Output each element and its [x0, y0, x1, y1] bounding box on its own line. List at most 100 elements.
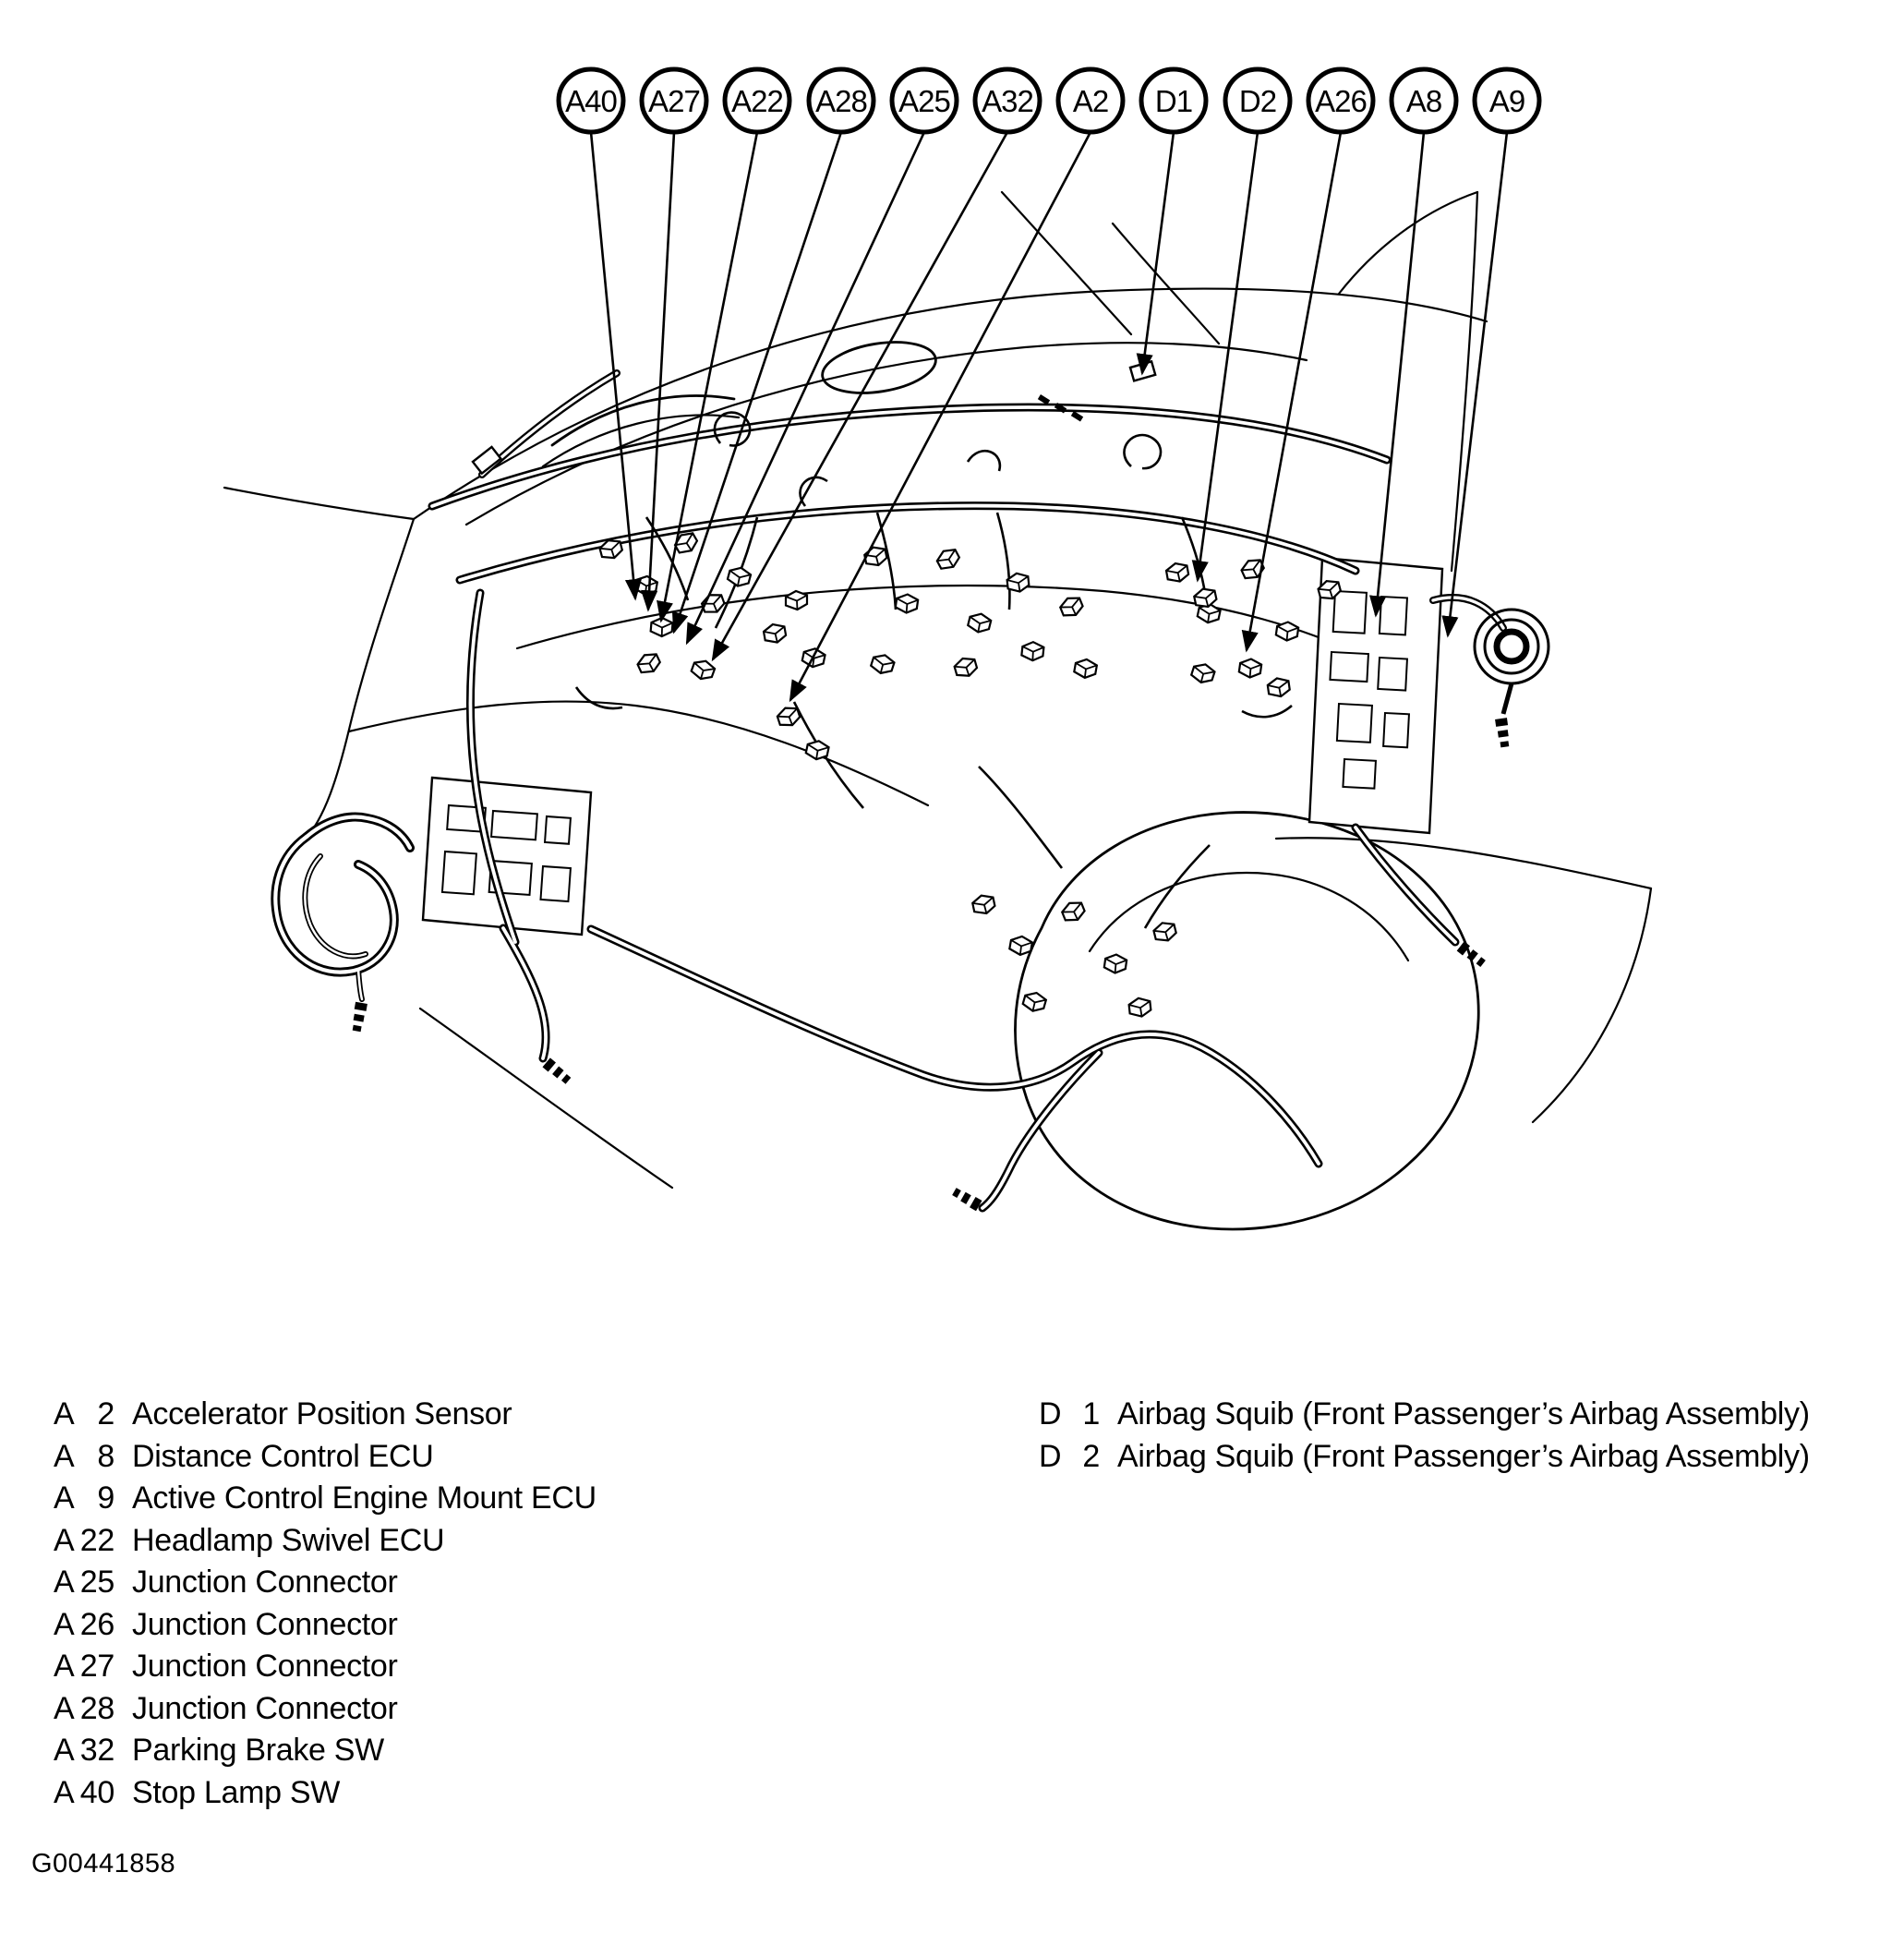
callout-label-A2: A2 — [1073, 84, 1108, 118]
leader-line-D1 — [1136, 131, 1175, 376]
legend-description: Airbag Squib (Front Passenger’s Airbag A… — [1117, 1438, 1810, 1474]
hood-edge-left — [223, 486, 416, 521]
legend-code-number: 26 — [79, 1606, 115, 1642]
floor-right-sweep — [1531, 887, 1653, 1124]
legend-description: Airbag Squib (Front Passenger’s Airbag A… — [1117, 1396, 1810, 1432]
right-junction-relays — [1329, 589, 1411, 790]
callout-circle-A40 — [556, 66, 626, 135]
legend-code-number: 9 — [97, 1480, 114, 1516]
callout-circle-A2 — [1055, 66, 1126, 135]
leader-line-A27 — [641, 131, 676, 612]
legend-code-prefix: A — [54, 1522, 75, 1558]
harness-end-ticks — [352, 718, 1510, 1212]
lower-left-body-line — [418, 1007, 674, 1190]
cowl-clamp — [471, 445, 503, 476]
callout-circle-A8 — [1389, 66, 1459, 135]
legend-description: Accelerator Position Sensor — [132, 1396, 512, 1432]
callout-circle-A25 — [889, 66, 959, 135]
callout-label-A8: A8 — [1406, 84, 1441, 118]
leader-line-A32 — [711, 131, 1009, 662]
right-body-edge — [1450, 190, 1479, 573]
legend-description: Active Control Engine Mount ECU — [132, 1480, 597, 1516]
legend-code-prefix: A — [54, 1649, 75, 1684]
callout-label-A25: A25 — [898, 84, 950, 118]
legend-code-number: 32 — [79, 1733, 115, 1768]
legend-code-number: 25 — [79, 1564, 115, 1600]
callout-label-A22: A22 — [731, 84, 783, 118]
callout-circle-A9 — [1472, 66, 1542, 135]
legend-description: Parking Brake SW — [132, 1733, 384, 1768]
cowl-fasteners — [1037, 394, 1084, 422]
callout-label-D2: D2 — [1239, 84, 1276, 118]
leader-line-A9 — [1441, 131, 1509, 638]
dashboard-harness-artwork — [223, 190, 1653, 1231]
legend-code-number: 22 — [79, 1522, 115, 1558]
harness-group-inner — [273, 371, 1505, 1210]
cluster-brow-arc-2 — [541, 414, 741, 468]
windshield-base — [412, 287, 1488, 521]
legend-description: Headlamp Swivel ECU — [132, 1522, 445, 1558]
leader-line-A8 — [1369, 131, 1426, 618]
callout-circle-D1 — [1139, 66, 1209, 135]
leader-line-A25 — [685, 131, 926, 646]
callout-label-A32: A32 — [982, 84, 1033, 118]
callout-label-A28: A28 — [815, 84, 867, 118]
legend-code-prefix: A — [54, 1564, 75, 1600]
legend-code-number: 40 — [79, 1774, 115, 1810]
callout-label-A27: A27 — [648, 84, 700, 118]
legend-description: Distance Control ECU — [132, 1438, 434, 1474]
leader-line-A28 — [671, 131, 843, 634]
callout-circle-A28 — [806, 66, 876, 135]
legend-code-prefix: A — [54, 1733, 75, 1768]
legend-code-number: 8 — [97, 1438, 114, 1474]
cowl-left-edge — [308, 517, 416, 835]
legend-code-number: 28 — [79, 1690, 115, 1726]
callout-label-D1: D1 — [1155, 84, 1192, 118]
legend-code-number: 2 — [97, 1396, 114, 1432]
legend-description: Stop Lamp SW — [132, 1774, 341, 1810]
callout-circle-A22 — [722, 66, 792, 135]
legend-code-prefix: A — [54, 1438, 75, 1474]
console-inner-arc — [1088, 871, 1410, 962]
callout-label-A40: A40 — [565, 84, 617, 118]
legend-code-prefix: A — [54, 1396, 75, 1432]
a-pillar-line-2 — [1111, 222, 1221, 345]
figure-id: G00441858 — [31, 1849, 176, 1879]
legend-code-prefix: D — [1039, 1438, 1062, 1474]
legend-code-prefix: A — [54, 1690, 75, 1726]
legend-description: Junction Connector — [132, 1649, 398, 1684]
legend-code-prefix: A — [54, 1774, 75, 1810]
legend-code-prefix: A — [54, 1480, 75, 1516]
callout-circle-A27 — [639, 66, 709, 135]
callout-circle-A26 — [1306, 66, 1376, 135]
connector-boxes — [597, 528, 1344, 1019]
floor-right-line — [1274, 837, 1653, 890]
legend-code-prefix: D — [1039, 1396, 1062, 1432]
console-outline — [1014, 811, 1480, 1231]
steering-hood — [821, 341, 937, 394]
wire-curls — [574, 411, 1293, 929]
legend-code-number: 27 — [79, 1649, 115, 1684]
leader-line-A2 — [789, 131, 1092, 703]
legend-description: Junction Connector — [132, 1606, 398, 1642]
leader-line-A22 — [657, 131, 759, 623]
right-top-curve — [1337, 190, 1479, 296]
cluster-brow-arc-1 — [550, 394, 736, 447]
leader-line-A40 — [589, 131, 643, 601]
